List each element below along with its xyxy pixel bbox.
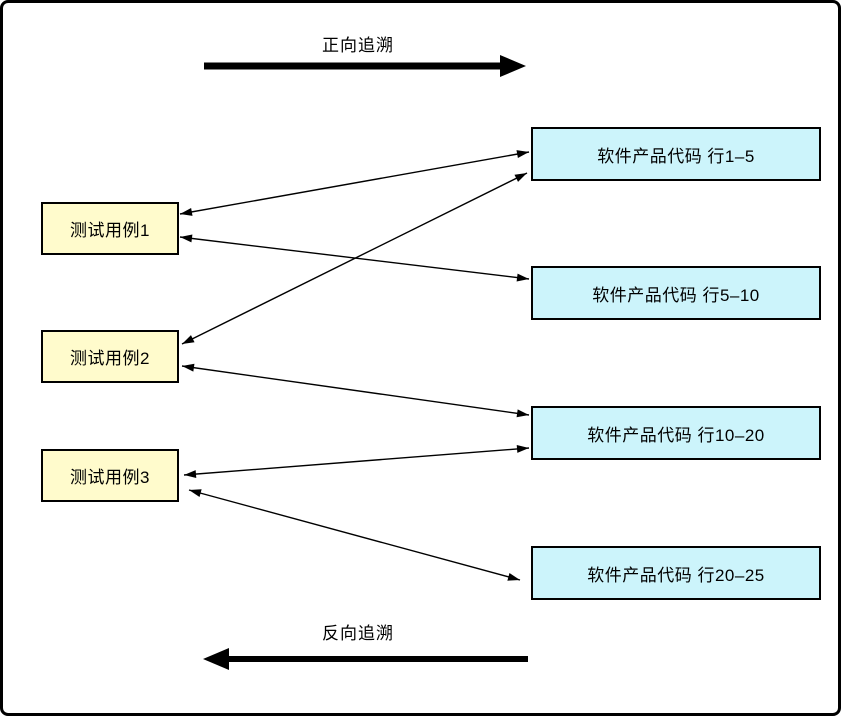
connector-tc1-code1-5 (179, 150, 530, 216)
connector-tc3-code20-25 (188, 489, 521, 581)
test-case-box-2: 测试用例2 (41, 330, 179, 383)
backward-trace-label: 反向追溯 (322, 624, 394, 643)
connector-layer (179, 55, 530, 670)
test-case-box-1: 测试用例1 (41, 202, 179, 255)
forward-trace-label: 正向追溯 (322, 36, 394, 55)
test-case-box-3: 测试用例3 (41, 449, 179, 502)
code-block-box-lines-5-10: 软件产品代码 行5–10 (531, 266, 821, 320)
connector-tc2-code1-5 (181, 172, 528, 345)
code-block-box-lines-1-5: 软件产品代码 行1–5 (531, 127, 821, 181)
code-block-box-lines-10-20: 软件产品代码 行10–20 (531, 406, 821, 460)
connector-tc3-code10-20 (183, 444, 530, 479)
code-block-box-lines-20-25: 软件产品代码 行20–25 (531, 546, 821, 600)
connector-tc2-code10-20 (181, 363, 530, 418)
